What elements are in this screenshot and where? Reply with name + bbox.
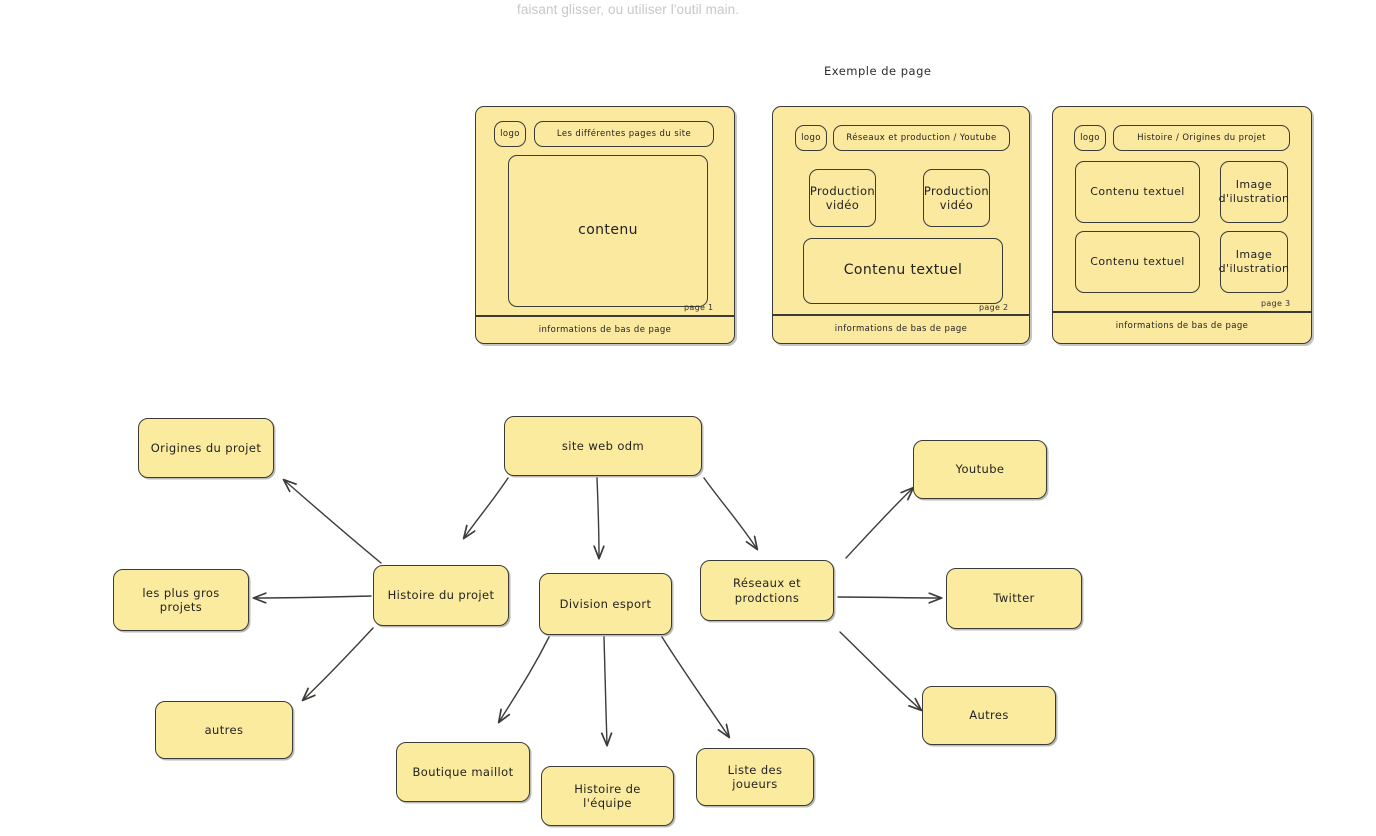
page1-content-block: contenu bbox=[508, 155, 708, 307]
node-twitter[interactable]: Twitter bbox=[946, 568, 1082, 629]
page3-contenu-textuel-block-1: Contenu textuel bbox=[1075, 161, 1200, 223]
page2-number-label: page 2 bbox=[979, 303, 1009, 312]
page2-footer-label: informations de bas de page bbox=[834, 323, 968, 334]
page2-production-video-block-2: Production vidéo bbox=[923, 169, 990, 227]
page1-footer-label: informations de bas de page bbox=[538, 324, 672, 335]
page3-header-box: Histoire / Origines du projet bbox=[1113, 125, 1290, 151]
page2-header-box: Réseaux et production / Youtube bbox=[833, 125, 1010, 151]
page3-image-illustration-block-1: Image d'ilustration bbox=[1219, 161, 1289, 223]
node-histoire-de-l-equipe[interactable]: Histoire de l'équipe bbox=[541, 766, 674, 826]
page1-header-box: Les différentes pages du site bbox=[534, 121, 714, 147]
page2-footer-divider bbox=[773, 314, 1029, 316]
hand-tool-hint-text: faisant glisser, ou utiliser l'outil mai… bbox=[517, 2, 740, 17]
page-mockup-2[interactable]: logo Réseaux et production / Youtube Pro… bbox=[772, 106, 1030, 344]
node-division-esport[interactable]: Division esport bbox=[539, 573, 672, 635]
page3-contenu-textuel-block-2: Contenu textuel bbox=[1075, 231, 1200, 293]
node-youtube[interactable]: Youtube bbox=[913, 440, 1047, 499]
page1-logo-box: logo bbox=[494, 121, 526, 147]
node-label: Histoire de l'équipe bbox=[574, 781, 641, 810]
node-label: Liste des joueurs bbox=[727, 762, 783, 791]
page-mockup-3[interactable]: logo Histoire / Origines du projet Conte… bbox=[1052, 106, 1312, 344]
node-label: Autres bbox=[969, 708, 1009, 723]
page3-image-illustration-block-2: Image d'ilustration bbox=[1219, 231, 1289, 293]
section-caption-exemple-de-page: Exemple de page bbox=[824, 64, 932, 78]
node-label: site web odm bbox=[561, 438, 645, 453]
node-label: autres bbox=[204, 722, 244, 737]
node-label: Twitter bbox=[993, 591, 1035, 606]
page3-logo-box: logo bbox=[1074, 125, 1106, 151]
node-label: Réseaux et prodctions bbox=[733, 576, 801, 605]
node-label: Youtube bbox=[955, 462, 1005, 477]
page3-footer-divider bbox=[1053, 311, 1311, 313]
page-mockup-1[interactable]: logo Les différentes pages du site conte… bbox=[475, 106, 735, 344]
page2-production-video-block-1: Production vidéo bbox=[809, 169, 876, 227]
node-les-plus-gros-projets[interactable]: les plus gros projets bbox=[113, 569, 249, 631]
page3-footer-label: informations de bas de page bbox=[1115, 320, 1249, 331]
node-autres-gauche[interactable]: autres bbox=[155, 701, 293, 759]
node-site-web-odm[interactable]: site web odm bbox=[504, 416, 702, 476]
node-boutique-maillot[interactable]: Boutique maillot bbox=[396, 742, 530, 802]
node-label: Histoire du projet bbox=[387, 588, 495, 603]
node-origines-du-projet[interactable]: Origines du projet bbox=[138, 418, 274, 478]
node-liste-des-joueurs[interactable]: Liste des joueurs bbox=[696, 748, 814, 806]
node-histoire-du-projet[interactable]: Histoire du projet bbox=[373, 565, 509, 626]
node-label: Boutique maillot bbox=[412, 764, 514, 779]
page2-logo-box: logo bbox=[795, 125, 827, 151]
page1-footer-divider bbox=[476, 315, 734, 317]
page3-number-label: page 3 bbox=[1261, 299, 1291, 308]
page1-number-label: page 1 bbox=[684, 303, 714, 312]
node-autres-droite[interactable]: Autres bbox=[922, 686, 1056, 745]
node-label: les plus gros projets bbox=[142, 585, 220, 614]
page2-contenu-textuel-block: Contenu textuel bbox=[803, 238, 1003, 304]
node-reseaux-et-prodctions[interactable]: Réseaux et prodctions bbox=[700, 560, 834, 621]
node-label: Origines du projet bbox=[150, 440, 262, 455]
node-label: Division esport bbox=[559, 596, 652, 611]
